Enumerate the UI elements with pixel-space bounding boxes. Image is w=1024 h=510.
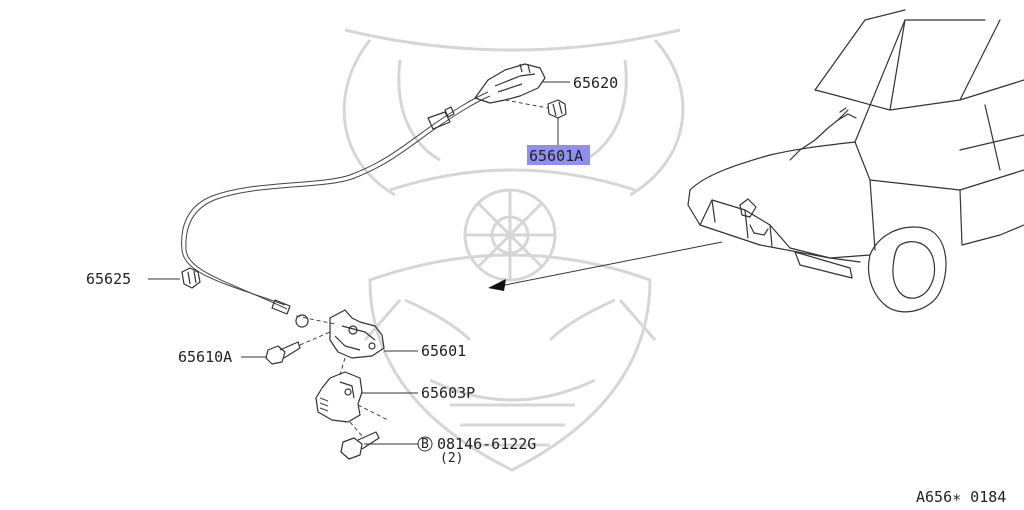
location-arrow — [488, 241, 723, 291]
leader-lines — [148, 81, 570, 445]
lock-base-65603P — [315, 371, 389, 437]
label-65601[interactable]: 65601 — [421, 342, 466, 360]
release-handle-65620 — [474, 63, 549, 109]
car-illustration — [687, 9, 1024, 313]
clip-65625 — [181, 267, 201, 289]
bolt-65610A — [265, 331, 331, 365]
diagram-reference-code: A656∗ 0184 — [916, 488, 1006, 506]
label-65620[interactable]: 65620 — [573, 74, 618, 92]
bolt-quantity: (2) — [440, 451, 463, 466]
clip-65601A — [547, 99, 567, 119]
highlight-box — [527, 145, 590, 165]
label-08146-6122G: 08146-6122G — [437, 435, 536, 453]
hood-release-cable — [181, 91, 491, 328]
label-65625[interactable]: 65625 — [86, 270, 131, 288]
bolt-spec-label[interactable]: B 08146-6122G (2) — [417, 435, 536, 466]
label-65610A[interactable]: 65610A — [178, 348, 232, 366]
bolt-circle-letter: B — [421, 437, 429, 452]
bolt-08146-6122G — [340, 431, 380, 460]
watermark-emblem — [342, 28, 685, 472]
label-65601A[interactable]: 65601A — [529, 147, 583, 165]
hood-lock-65601 — [329, 309, 385, 376]
label-65603P[interactable]: 65603P — [421, 384, 475, 402]
